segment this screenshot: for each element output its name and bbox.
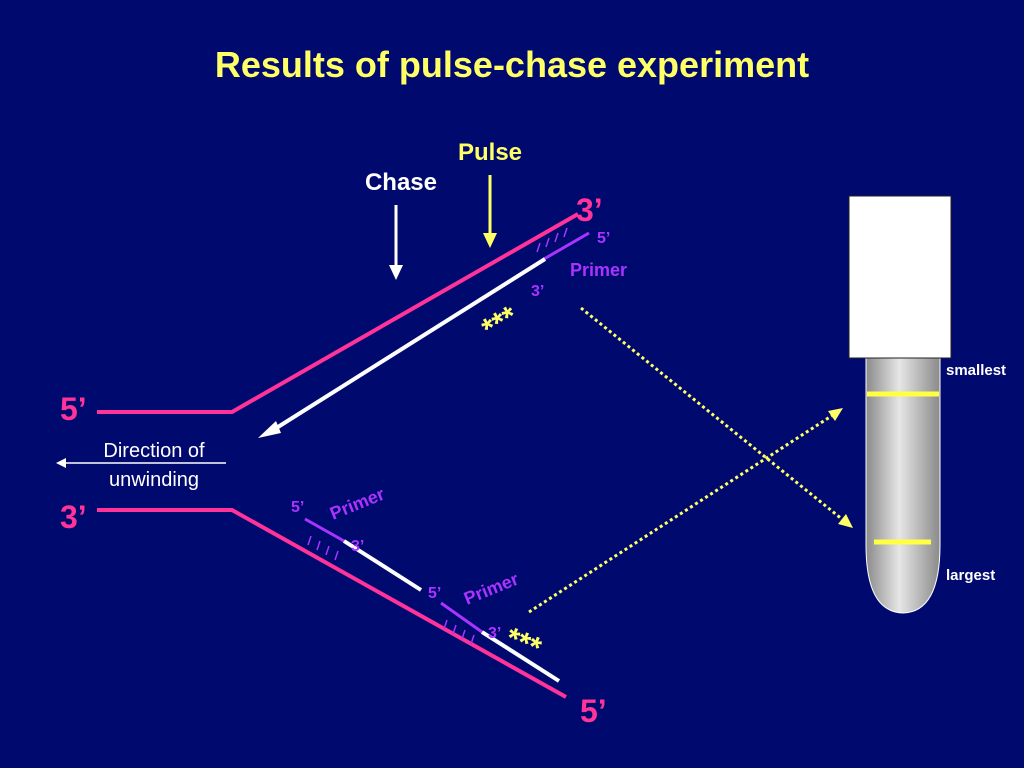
top-left-5prime-label: 5’	[60, 391, 87, 427]
top-right-3prime-label: 3’	[576, 192, 603, 228]
chase-label: Chase	[365, 169, 437, 196]
pulse-label: Pulse	[458, 139, 522, 166]
top-new-strand-arrowhead	[258, 421, 281, 438]
direction-label-line1: Direction of	[103, 440, 205, 462]
bottom-primer-a-bonds	[307, 535, 339, 561]
bottom-new-strand-a	[342, 539, 423, 592]
top-pulse-label-stars: ***	[477, 300, 524, 346]
dotted-arrowhead-smallest	[828, 408, 843, 421]
top-primer-segment	[543, 231, 590, 261]
bottom-primer-b-3prime-label: 3’	[488, 625, 501, 642]
bottom-primer-a-5prime-label: 5’	[291, 499, 304, 516]
bottom-pulse-label-stars: ***	[501, 621, 546, 665]
pulse-arrowhead	[483, 233, 497, 248]
bottom-parent-strand	[97, 508, 567, 699]
bottom-left-3prime-label: 3’	[60, 499, 87, 535]
top-primer-5prime-label: 5’	[597, 230, 610, 247]
bottom-primer-a-segment	[304, 517, 345, 543]
page-title: Results of pulse-chase experiment	[215, 44, 809, 85]
top-primer-bonds	[536, 227, 568, 253]
gel-tube	[865, 349, 941, 614]
largest-label: largest	[946, 567, 995, 584]
bottom-primer-b-bonds	[443, 619, 475, 645]
gel-tube-cap	[848, 195, 952, 359]
direction-arrowhead	[56, 458, 66, 468]
bottom-primer-b-label: Primer	[461, 569, 521, 609]
bottom-primer-a-3prime-label: 3’	[351, 538, 364, 555]
dotted-arrow-bottom-to-smallest	[528, 411, 837, 614]
top-parent-strand	[97, 212, 579, 414]
bottom-primer-b-5prime-label: 5’	[428, 585, 441, 602]
chase-arrowhead	[389, 265, 403, 280]
bottom-right-5prime-label: 5’	[580, 693, 607, 729]
smallest-label: smallest	[946, 362, 1006, 379]
dotted-arrow-top-to-largest	[580, 306, 849, 526]
dotted-arrowhead-largest	[838, 514, 853, 528]
direction-label-line2: unwinding	[109, 469, 199, 491]
bottom-new-strand-b	[480, 630, 561, 683]
bottom-primer-a-label: Primer	[327, 484, 387, 524]
top-primer-3prime-label: 3’	[531, 283, 544, 300]
bottom-primer-b-segment	[440, 601, 483, 634]
top-new-strand	[268, 257, 547, 434]
top-primer-label: Primer	[570, 260, 627, 280]
